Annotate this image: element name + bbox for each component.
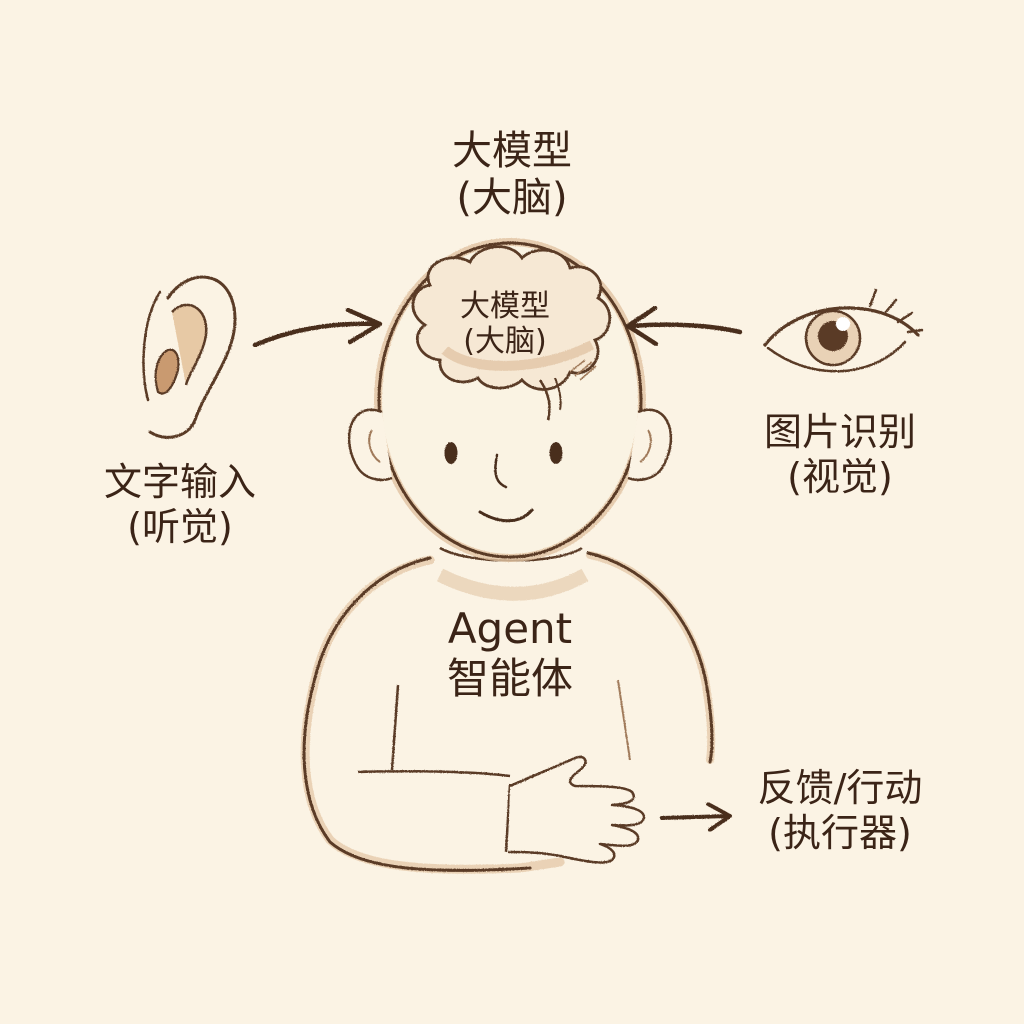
- title-label: 大模型 (大脑): [412, 128, 612, 222]
- agent-label-subtext: 智能体: [446, 653, 573, 703]
- arrow-left-icon: [625, 305, 743, 347]
- hand-icon: [507, 755, 646, 864]
- brain-label-text: 大模型: [460, 289, 550, 324]
- eye-label-subtext: (视觉): [787, 454, 893, 499]
- arrow-action-icon: [660, 802, 732, 832]
- title-text: 大模型: [452, 128, 572, 174]
- ear-icon: [142, 275, 237, 439]
- eye-label: 图片识别 (视觉): [740, 410, 940, 500]
- agent-body-icon: [300, 551, 716, 874]
- title-subtext: (大脑): [456, 175, 568, 222]
- brain-label: 大模型 (大脑): [415, 289, 595, 359]
- action-label-text: 反馈/行动: [757, 766, 923, 810]
- arrow-right-icon: [252, 307, 383, 348]
- ear-label: 文字输入 (听觉): [80, 460, 280, 550]
- brain-label-subtext: (大脑): [463, 323, 547, 359]
- brain-icon: [411, 245, 612, 421]
- action-label: 反馈/行动 (执行器): [730, 766, 950, 856]
- eye-icon: [763, 288, 924, 373]
- eye-label-text: 图片识别: [763, 410, 916, 454]
- agent-label-text: Agent: [447, 604, 573, 653]
- ear-label-text: 文字输入: [103, 460, 256, 504]
- ear-label-subtext: (听觉): [127, 504, 233, 549]
- action-label-subtext: (执行器): [768, 810, 912, 855]
- agent-label: Agent 智能体: [420, 604, 600, 703]
